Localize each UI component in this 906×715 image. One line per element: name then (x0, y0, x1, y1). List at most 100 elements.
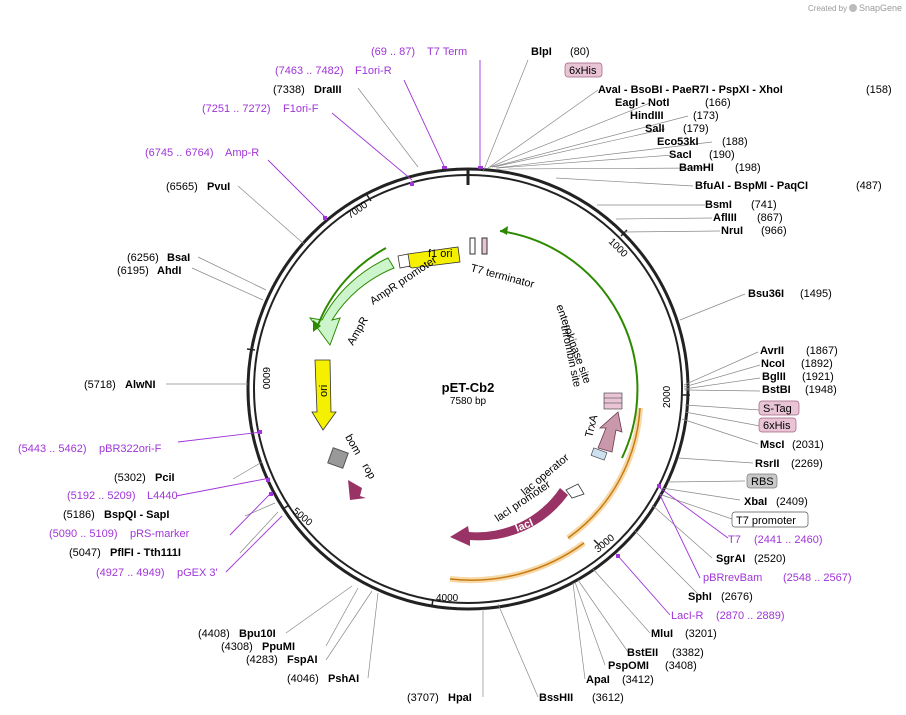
feature-t7-term-box (469, 237, 476, 255)
site-bsu36i: Bsu36I (748, 288, 784, 300)
feature-laci-promoter-arrow (565, 483, 585, 499)
plasmid-name: pET-Cb2 (442, 380, 495, 395)
feature-ori-label: ori (318, 385, 330, 397)
feature-rop-label: rop (359, 462, 377, 482)
svg-text:(3408): (3408) (665, 660, 697, 672)
svg-text:(3201): (3201) (685, 628, 717, 640)
tick-6000: 6000 (260, 367, 271, 390)
primer-t7-term-pos: (69 .. 87) (371, 46, 415, 58)
right-site-labels: Bsu36I (1495) AvrII (1867) NcoI (1892) B… (407, 288, 852, 704)
svg-text:6xHis: 6xHis (569, 65, 597, 77)
tick-3000: 3000 (593, 532, 617, 555)
svg-text:(3412): (3412) (622, 674, 654, 686)
ring-ticks (246, 194, 690, 607)
svg-text:(2441 .. 2460): (2441 .. 2460) (754, 534, 823, 546)
primer-l4440-pos: (5192 .. 5209) (67, 490, 136, 502)
feature-f1-ori-label: f1 ori (428, 248, 452, 260)
svg-text:(5047): (5047) (69, 547, 101, 559)
top-site-labels: BlpI (80) 6xHis AvaI - BsoBI - PaeR7I - … (531, 46, 892, 237)
svg-text:(190): (190) (709, 149, 735, 161)
svg-text:(5718): (5718) (84, 379, 116, 391)
leader-lines (166, 59, 761, 698)
site-msci: MscI (760, 439, 784, 451)
primer-prs-marker-pos: (5090 .. 5109) (49, 528, 118, 540)
site-bsteii: BstEII (627, 647, 658, 659)
svg-text:(173): (173) (693, 110, 719, 122)
primer-l4440: L4440 (147, 490, 178, 502)
svg-text:(1948): (1948) (805, 384, 837, 396)
svg-text:(6256): (6256) (127, 252, 159, 264)
primer-pbr322ori-f: pBR322ori-F (99, 443, 162, 455)
svg-text:(4308): (4308) (221, 641, 253, 653)
primer-marks (258, 166, 661, 558)
svg-text:(3707): (3707) (407, 692, 439, 704)
site-afliii: AflIII (713, 212, 737, 224)
svg-text:(1892): (1892) (801, 358, 833, 370)
primer-amp-r-pos: (6745 .. 6764) (145, 147, 214, 159)
feature-tag-cluster (603, 392, 623, 410)
primer-f1ori-f-pos: (7251 .. 7272) (202, 103, 271, 115)
svg-text:(3382): (3382) (672, 647, 704, 659)
snapgene-logo-icon (849, 4, 857, 12)
feature-ampr-label: AmpR (345, 315, 371, 348)
svg-text:(1495): (1495) (800, 288, 832, 300)
svg-text:(4408): (4408) (198, 628, 230, 640)
svg-text:(2676): (2676) (721, 591, 753, 603)
site-rsrii: RsrII (755, 458, 779, 470)
left-site-labels: (69 .. 87) T7 Term (7463 .. 7482) F1ori-… (18, 46, 467, 685)
svg-text:(3612): (3612) (592, 692, 624, 704)
box-6xhis-top (564, 62, 603, 78)
tick-4000: 4000 (436, 593, 459, 604)
site-pspomi: PspOMI (608, 660, 649, 672)
svg-text:(5186): (5186) (63, 509, 95, 521)
svg-text:(4046): (4046) (287, 673, 319, 685)
site-sphi: SphI (688, 591, 712, 603)
box-s-tag (758, 400, 800, 416)
site-pvui: PvuI (207, 181, 230, 193)
svg-text:(1867): (1867) (806, 345, 838, 357)
site-bamhi: BamHI (679, 162, 714, 174)
feature-trxa-arrow (597, 411, 623, 453)
svg-text:S-Tag: S-Tag (763, 403, 792, 415)
site-sapi: BspQI - SapI (104, 509, 169, 521)
site-xhoi-cluster: AvaI - BsoBI - PaeR7I - PspXI - XhoI (598, 84, 783, 96)
box-6xhis-right (758, 417, 797, 433)
svg-text:(4283): (4283) (246, 654, 278, 666)
primer-pbrrevbam: pBRrevBam (703, 572, 762, 584)
primer-f1ori-r-pos: (7463 .. 7482) (275, 65, 344, 77)
site-xbai: XbaI (744, 496, 767, 508)
site-ppumi: PpuMI (262, 641, 295, 653)
box-rbs (746, 473, 778, 489)
svg-text:(198): (198) (735, 162, 761, 174)
primer-t7-term: T7 Term (427, 46, 467, 58)
feature-rop-arrow (348, 480, 366, 500)
site-apai: ApaI (586, 674, 610, 686)
site-pcii: PciI (155, 472, 175, 484)
svg-text:(188): (188) (722, 136, 748, 148)
site-bsshii: BssHII (539, 692, 573, 704)
site-sgrai: SgrAI (716, 553, 745, 565)
site-pshai: PshAI (328, 673, 359, 685)
site-mlui: MluI (651, 628, 673, 640)
site-fspai: FspAI (287, 654, 318, 666)
site-bstbi: BstBI (762, 384, 791, 396)
primer-pbr322ori-f-pos: (5443 .. 5462) (18, 443, 87, 455)
primer-laci-r: LacI-R (671, 610, 703, 622)
primer-lines (175, 60, 729, 616)
svg-text:(6195): (6195) (117, 265, 149, 277)
svg-text:(5302): (5302) (114, 472, 146, 484)
site-bsmi: BsmI (705, 199, 732, 211)
site-bsai: BsaI (167, 252, 190, 264)
svg-text:(2031): (2031) (792, 439, 824, 451)
svg-text:(158): (158) (866, 84, 892, 96)
site-saci: SacI (669, 149, 692, 161)
svg-text:T7 promoter: T7 promoter (736, 515, 796, 527)
svg-text:(80): (80) (570, 46, 590, 58)
box-t7-promoter (731, 511, 809, 528)
tick-1000: 1000 (606, 236, 630, 260)
svg-text:(741): (741) (751, 199, 777, 211)
feature-green-arc (499, 230, 639, 459)
site-paqci: BfuAI - BspMI - PaqCI (695, 180, 808, 192)
svg-text:(2520): (2520) (754, 553, 786, 565)
